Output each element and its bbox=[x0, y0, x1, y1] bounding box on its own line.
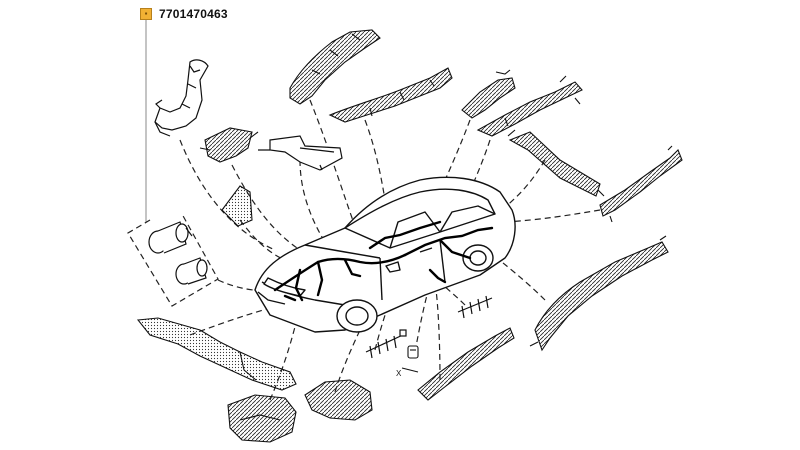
floor-assembly-part-center bbox=[304, 379, 373, 421]
vehicle-outline bbox=[254, 176, 516, 333]
fittings-callout-box bbox=[127, 213, 219, 307]
harness-part-upper-middle bbox=[328, 67, 453, 123]
part-number-label[interactable]: 7701470463 bbox=[159, 7, 228, 21]
harness-part-fender bbox=[199, 127, 259, 163]
pipe-fitting-part-2 bbox=[175, 257, 208, 285]
harness-part-upper-left bbox=[154, 59, 209, 137]
axis-marker-label: X bbox=[396, 369, 402, 378]
harness-part-rocker bbox=[417, 327, 515, 401]
connector-strip-2 bbox=[457, 295, 493, 319]
harness-part-upper-right-b bbox=[476, 75, 583, 137]
wiring-harness bbox=[273, 220, 494, 302]
harness-part-rear-curved bbox=[529, 235, 669, 352]
connector-strip-1 bbox=[365, 329, 407, 359]
harness-part-upper-right-a bbox=[461, 69, 516, 119]
floor-harness-part bbox=[136, 317, 297, 391]
small-connector-part bbox=[407, 345, 419, 359]
cover-plate-part bbox=[258, 135, 343, 171]
harness-part-right-diagonal bbox=[507, 129, 605, 197]
part-reference[interactable]: ▪ 7701470463 bbox=[140, 7, 228, 21]
floor-assembly-part-left bbox=[227, 394, 297, 443]
harness-part-far-right bbox=[599, 145, 683, 223]
axis-marker: X bbox=[396, 367, 419, 378]
harness-part-top-center bbox=[289, 29, 381, 105]
bracket-part bbox=[221, 185, 253, 227]
hotspot-marker-icon[interactable]: ▪ bbox=[140, 8, 152, 20]
pipe-fitting-part-1 bbox=[148, 221, 193, 254]
